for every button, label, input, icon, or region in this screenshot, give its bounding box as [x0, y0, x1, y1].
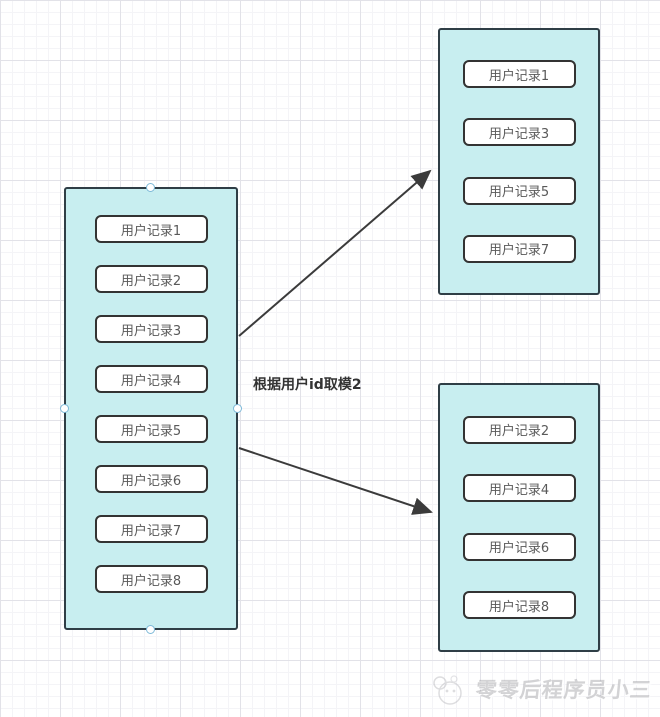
edge-source-to-shard2[interactable] [238, 447, 433, 515]
edge-label[interactable]: 根据用户id取模2 [253, 377, 362, 393]
record-box[interactable]: 用户记录1 [94, 215, 208, 243]
resize-handle-top[interactable] [146, 183, 155, 192]
record-box[interactable]: 用户记录2 [94, 265, 208, 293]
record-box[interactable]: 用户记录4 [94, 365, 208, 393]
resize-handle-right[interactable] [233, 403, 242, 413]
record-box[interactable]: 用户记录1 [462, 60, 576, 89]
edge-source-to-shard1[interactable] [238, 169, 432, 337]
record-box[interactable]: 用户记录4 [462, 474, 576, 503]
record-box[interactable]: 用户记录2 [462, 415, 576, 444]
record-box[interactable]: 用户记录5 [462, 176, 576, 205]
node-shard-table-2[interactable]: 用户记录2 用户记录4 用户记录6 用户记录8 [438, 383, 600, 652]
record-box[interactable]: 用户记录5 [94, 415, 208, 443]
record-box[interactable]: 用户记录3 [94, 315, 208, 343]
record-box[interactable]: 用户记录3 [462, 118, 576, 147]
resize-handle-bottom[interactable] [146, 625, 155, 634]
record-box[interactable]: 用户记录6 [462, 532, 576, 561]
resize-handle-left[interactable] [60, 403, 69, 413]
record-box[interactable]: 用户记录7 [94, 515, 208, 543]
record-box[interactable]: 用户记录8 [462, 591, 576, 620]
record-box[interactable]: 用户记录7 [462, 234, 576, 263]
node-shard-table-1[interactable]: 用户记录1 用户记录3 用户记录5 用户记录7 [438, 28, 600, 295]
node-source-table[interactable]: 用户记录1 用户记录2 用户记录3 用户记录4 用户记录5 用户记录6 用户记录… [60, 183, 242, 634]
record-box[interactable]: 用户记录8 [94, 565, 208, 593]
record-box[interactable]: 用户记录6 [94, 465, 208, 493]
